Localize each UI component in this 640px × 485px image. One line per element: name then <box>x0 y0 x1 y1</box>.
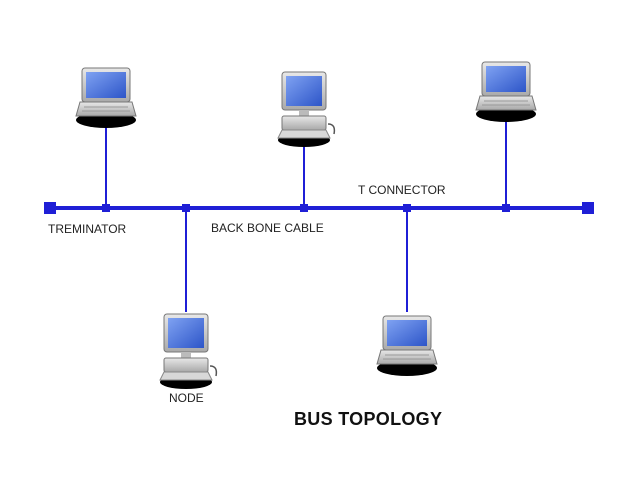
terminator-left <box>44 202 56 214</box>
terminator-label: TREMINATOR <box>48 222 127 236</box>
terminator-right <box>582 202 594 214</box>
laptop-icon <box>376 315 438 377</box>
t-connector-4 <box>403 204 411 212</box>
node-label: NODE <box>169 391 204 405</box>
backbone-cable-label: BACK BONE CABLE <box>211 221 324 235</box>
t-connector-3 <box>300 204 308 212</box>
desktop-computer-icon <box>159 313 218 390</box>
desktop-computer-icon <box>277 71 336 148</box>
laptop-icon <box>75 67 137 129</box>
t-connector-5 <box>502 204 510 212</box>
t-connector-label: T CONNECTOR <box>358 183 446 197</box>
laptop-icon <box>475 61 537 123</box>
diagram-title: BUS TOPOLOGY <box>294 409 443 429</box>
t-connector-1 <box>102 204 110 212</box>
t-connector-2 <box>182 204 190 212</box>
